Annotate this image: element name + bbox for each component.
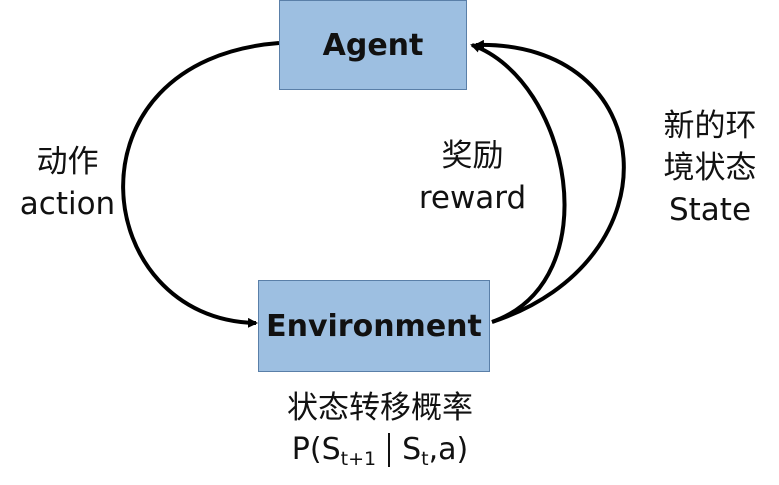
action-arrow <box>121 41 280 328</box>
state-label-en: State <box>668 191 752 228</box>
state-label-cn-line1: 新的环 <box>663 108 757 144</box>
action-label-en: action <box>19 185 116 222</box>
reward-edge-label: 奖励 reward <box>410 136 535 220</box>
state-edge-label: 新的环 境状态 State <box>660 106 760 232</box>
reward-label-en: reward <box>418 179 527 216</box>
transition-formula: P(St+1 St,a) <box>245 430 515 473</box>
environment-node: Environment <box>258 280 490 372</box>
environment-label: Environment <box>266 308 482 344</box>
agent-label: Agent <box>322 27 424 63</box>
action-label-cn: 动作 <box>36 144 99 180</box>
formula-open: P(S <box>291 431 341 467</box>
transition-title: 状态转移概率 <box>287 390 473 426</box>
state-arrow <box>474 39 626 324</box>
agent-node: Agent <box>279 0 467 90</box>
state-label-cn-line2: 境状态 <box>663 149 757 186</box>
transition-probability-caption: 状态转移概率 P(St+1 St,a) <box>245 388 515 472</box>
formula-close: ,a) <box>428 431 469 467</box>
reward-arrow <box>470 42 567 324</box>
conditional-bar <box>388 433 391 468</box>
formula-mid: S <box>402 431 422 467</box>
formula-subscript-t: t <box>421 447 429 470</box>
formula-subscript-t-plus-1: t+1 <box>340 447 377 470</box>
reward-label-cn: 奖励 <box>441 138 504 174</box>
action-edge-label: 动作 action <box>10 142 125 226</box>
